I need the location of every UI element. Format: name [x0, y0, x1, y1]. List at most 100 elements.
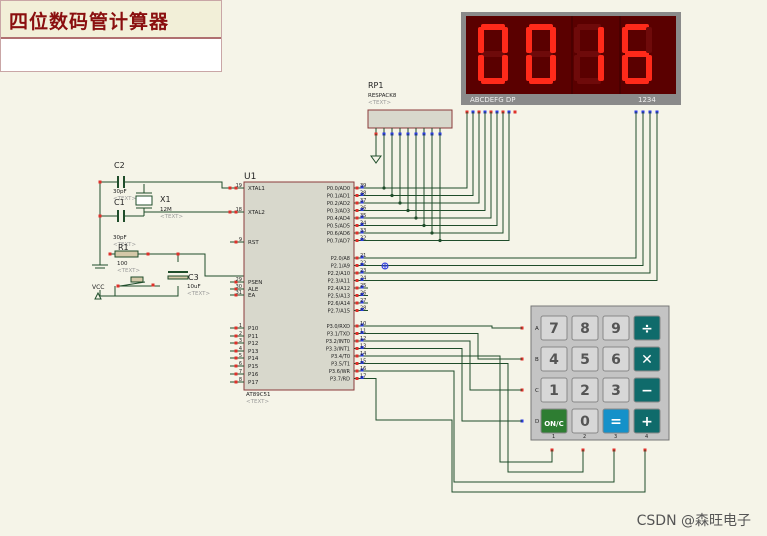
rp1-body: [367, 109, 453, 129]
pin-marker: [355, 339, 359, 343]
u1-right-pin-number: 35: [360, 213, 366, 219]
pin-marker: [355, 354, 359, 358]
u1-right-pin-name: P0.0/AD0: [327, 186, 350, 192]
display-3-segment-d: [577, 78, 601, 84]
keypad-key-label-0-2: 9: [611, 321, 621, 337]
u1-left-pin-name: P17: [248, 380, 259, 386]
r1-text: <TEXT>: [117, 268, 140, 274]
c1-ref: C1: [114, 198, 125, 207]
u1-right-pin-number: 27: [360, 298, 366, 304]
pin-marker: [360, 185, 364, 189]
keypad-key-1-2: [602, 346, 630, 372]
display-3-segment-b: [598, 27, 604, 53]
pin-marker: [234, 334, 238, 338]
c3-value: 10uF: [187, 284, 201, 290]
u1-left-pin-name: XTAL2: [248, 210, 265, 216]
u1-text: <TEXT>: [246, 399, 269, 405]
display-1-segment-c: [502, 55, 508, 81]
x1-value: 12M: [160, 207, 172, 213]
pin-marker: [234, 280, 238, 284]
title-band: [1, 1, 221, 39]
pin-marker: [228, 186, 232, 190]
pin-marker: [360, 293, 364, 296]
keypad-key-1-1: [571, 346, 599, 372]
u1-left-pin-number: 5: [239, 353, 242, 359]
r1-ref: R1: [118, 243, 129, 252]
pin-marker: [355, 309, 359, 312]
pin-marker: [355, 194, 359, 197]
keypad-key-label-1-0: 4: [549, 352, 559, 368]
pin-marker: [360, 338, 364, 342]
p0-to-display-wire: [400, 112, 480, 204]
u1-right-pin-name: P2.7/A15: [328, 309, 350, 315]
keypad-key-2-3: [633, 377, 661, 403]
p0-to-display-wire: [408, 112, 486, 211]
pin-marker: [234, 356, 238, 360]
pin-marker: [98, 180, 102, 184]
u1-right-pin-name: P3.5/T1: [331, 362, 350, 368]
c1-value: 30pF: [113, 235, 127, 241]
rp1-text: <TEXT>: [368, 100, 391, 106]
keypad-key-label-1-2: 6: [611, 352, 621, 368]
keypad-row-c-wire: [368, 340, 522, 391]
r1-value: 100: [117, 261, 128, 267]
pin-marker: [234, 380, 238, 384]
u1-right-pin-name: P0.6/AD6: [327, 231, 350, 237]
keypad-col-label: 1: [552, 434, 555, 440]
u1-left-pin-name: PSEN: [248, 280, 262, 286]
u1-right-pin-number: 26: [360, 291, 366, 297]
keypad-key-label-1-3: ✕: [641, 352, 653, 368]
u1-model: AT89C51: [246, 392, 271, 398]
pin-marker: [355, 209, 359, 212]
pin-marker: [513, 110, 517, 114]
display-1-segment-g: [481, 51, 505, 57]
keypad-row-a-wire: [368, 325, 522, 329]
p0-to-rp1-wire: [368, 134, 393, 196]
title-banner: 四位数码管计算器: [0, 0, 222, 72]
c1-text: <TEXT>: [113, 242, 136, 248]
pin-marker: [355, 377, 359, 380]
u1-right-pin-name: P0.1/AD1: [327, 194, 350, 200]
r1-body: [114, 250, 139, 258]
u1-left-pin-number: 18: [236, 207, 242, 213]
pin-marker: [234, 341, 238, 345]
u1-right-pin-number: 22: [360, 261, 366, 267]
pin-marker: [360, 361, 364, 364]
display-4-segment-d: [625, 78, 649, 84]
u1-left-pin-name: P13: [248, 349, 259, 355]
pin-marker: [355, 369, 359, 373]
u1-right-pin-number: 38: [360, 191, 366, 197]
x1-body: [135, 195, 153, 206]
pin-marker: [234, 287, 238, 291]
pin-marker: [355, 279, 359, 282]
keypad-col-4-wire: [368, 378, 646, 493]
c2-text: <TEXT>: [113, 196, 136, 202]
u1-right-pin-number: 28: [360, 306, 366, 312]
pin-marker: [355, 186, 359, 190]
p0-to-display-wire: [416, 112, 492, 219]
keypad-key-label-2-1: 2: [580, 383, 590, 399]
pin-marker: [355, 271, 359, 275]
display-4-segment-f: [622, 27, 628, 53]
pin-marker: [360, 285, 364, 289]
keypad-row-label: B: [535, 357, 539, 363]
c3-text: <TEXT>: [187, 291, 210, 297]
keypad-row-label: D: [535, 419, 539, 425]
pin-marker: [360, 208, 364, 211]
p0-to-display-wire: [440, 112, 510, 241]
pin-marker: [360, 278, 364, 281]
pin-marker: [234, 326, 238, 330]
u1-left-pin-number: 30: [236, 284, 242, 290]
display-2-segment-e: [526, 55, 532, 81]
pin-marker: [360, 193, 364, 196]
reset-switch-body: [130, 276, 144, 283]
display-2-segment-a: [529, 24, 553, 30]
display-2-segment-f: [526, 27, 532, 53]
pin-marker: [355, 324, 359, 328]
pin-marker: [234, 349, 238, 353]
u1-right-pin-number: 36: [360, 206, 366, 212]
pin-marker: [360, 353, 364, 357]
u1-right-pin-name: P0.2/AD2: [327, 201, 350, 207]
pin-marker: [360, 376, 364, 379]
